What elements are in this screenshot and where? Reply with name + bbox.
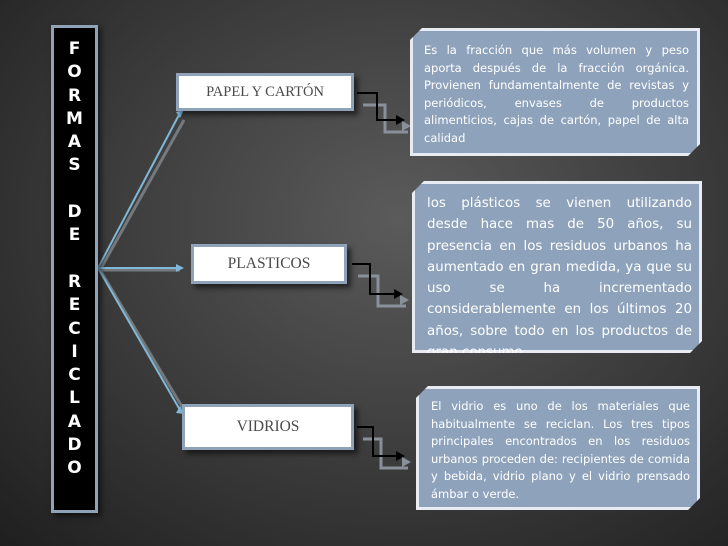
title-letter: S xyxy=(68,155,81,176)
title-letter: A xyxy=(67,411,82,432)
category-vidrios: VIDRIOS xyxy=(182,404,354,450)
title-letter: L xyxy=(69,388,80,409)
title-letter: O xyxy=(67,458,82,479)
title-letter: O xyxy=(67,62,82,83)
category-label: PAPEL Y CARTÓN xyxy=(206,83,324,100)
description-text: Es la fracción que más volumen y peso ap… xyxy=(424,43,689,145)
title-letter: F xyxy=(68,39,81,59)
description-text: El vidrio es uno de los materiales que h… xyxy=(431,399,690,501)
arrowhead-papel xyxy=(176,110,184,118)
category-plasticos: PLASTICOS xyxy=(191,244,347,284)
category-papel-carton: PAPEL Y CARTÓN xyxy=(176,73,354,111)
description-vidrios: El vidrio es uno de los materiales que h… xyxy=(416,386,700,510)
title-letter: E xyxy=(68,225,81,246)
connector-papel xyxy=(97,112,181,269)
title-vertical: F O R M A S D E R E C I C L A D O xyxy=(51,25,98,513)
elbow-arrow-vidrios xyxy=(357,426,398,457)
title-letter: C xyxy=(68,318,81,339)
title-letter: C xyxy=(68,365,81,386)
category-label: PLASTICOS xyxy=(227,255,311,272)
title-letter: M xyxy=(66,108,83,129)
description-text: los plásticos se vienen utilizando desde… xyxy=(427,196,692,361)
elbow-arrow-papel xyxy=(357,92,398,121)
title-letter: A xyxy=(67,132,82,153)
title-letter: R xyxy=(67,271,82,292)
arrowhead-plasticos xyxy=(176,264,184,272)
title-letter: D xyxy=(67,435,82,456)
connector-vidrios xyxy=(97,267,181,411)
title-letter: E xyxy=(68,295,81,316)
category-label: VIDRIOS xyxy=(236,418,300,435)
description-papel-carton: Es la fracción que más volumen y peso ap… xyxy=(410,28,700,156)
description-plasticos: los plásticos se vienen utilizando desde… xyxy=(412,181,702,353)
title-letter: D xyxy=(67,202,82,223)
title-letter: R xyxy=(67,85,82,106)
elbow-arrow-plasticos xyxy=(352,263,396,295)
title-letter: I xyxy=(71,341,78,362)
